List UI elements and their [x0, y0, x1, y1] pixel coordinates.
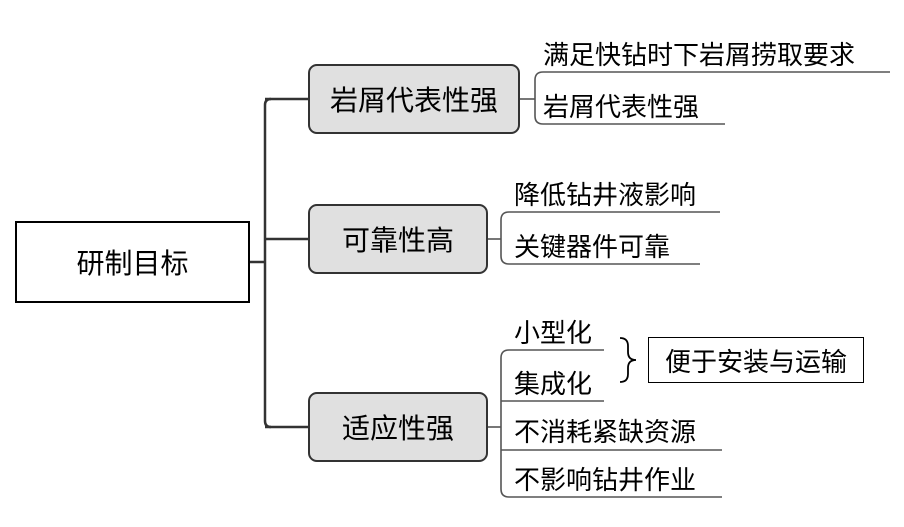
note-box: 便于安装与运输: [648, 337, 864, 383]
leaf-bracket-2: [500, 211, 510, 265]
curly-brace: [619, 337, 637, 383]
leaf-no-scarce-resources: 不消耗紧缺资源: [514, 418, 697, 448]
branch-node-reliability: 可靠性高: [308, 204, 488, 274]
root-node: 研制目标: [15, 221, 250, 303]
trunk-line: [263, 97, 272, 429]
leaf-no-drilling-impact: 不影响钻井作业: [514, 466, 697, 496]
branch-node-representativeness: 岩屑代表性强: [308, 64, 520, 134]
branch-label: 岩屑代表性强: [329, 84, 498, 117]
leaf-bracket-3: [500, 349, 510, 498]
leaf-reduce-mud-impact: 降低钻井液影响: [514, 181, 697, 211]
root-label: 研制目标: [76, 247, 189, 280]
branch-node-adaptability: 适应性强: [308, 392, 488, 462]
leaf-integration: 集成化: [514, 370, 593, 400]
leaf-reliable-components: 关键器件可靠: [514, 233, 671, 263]
leaf-miniaturization: 小型化: [514, 319, 593, 349]
leaf-cuttings-representative: 岩屑代表性强: [543, 93, 700, 123]
note-label: 便于安装与运输: [664, 347, 847, 378]
leaf-fast-drilling-sampling: 满足快钻时下岩屑捞取要求: [543, 41, 856, 71]
leaf-bracket-1: [534, 71, 544, 125]
branch-label: 可靠性高: [341, 224, 454, 257]
branch-label: 适应性强: [341, 412, 454, 445]
